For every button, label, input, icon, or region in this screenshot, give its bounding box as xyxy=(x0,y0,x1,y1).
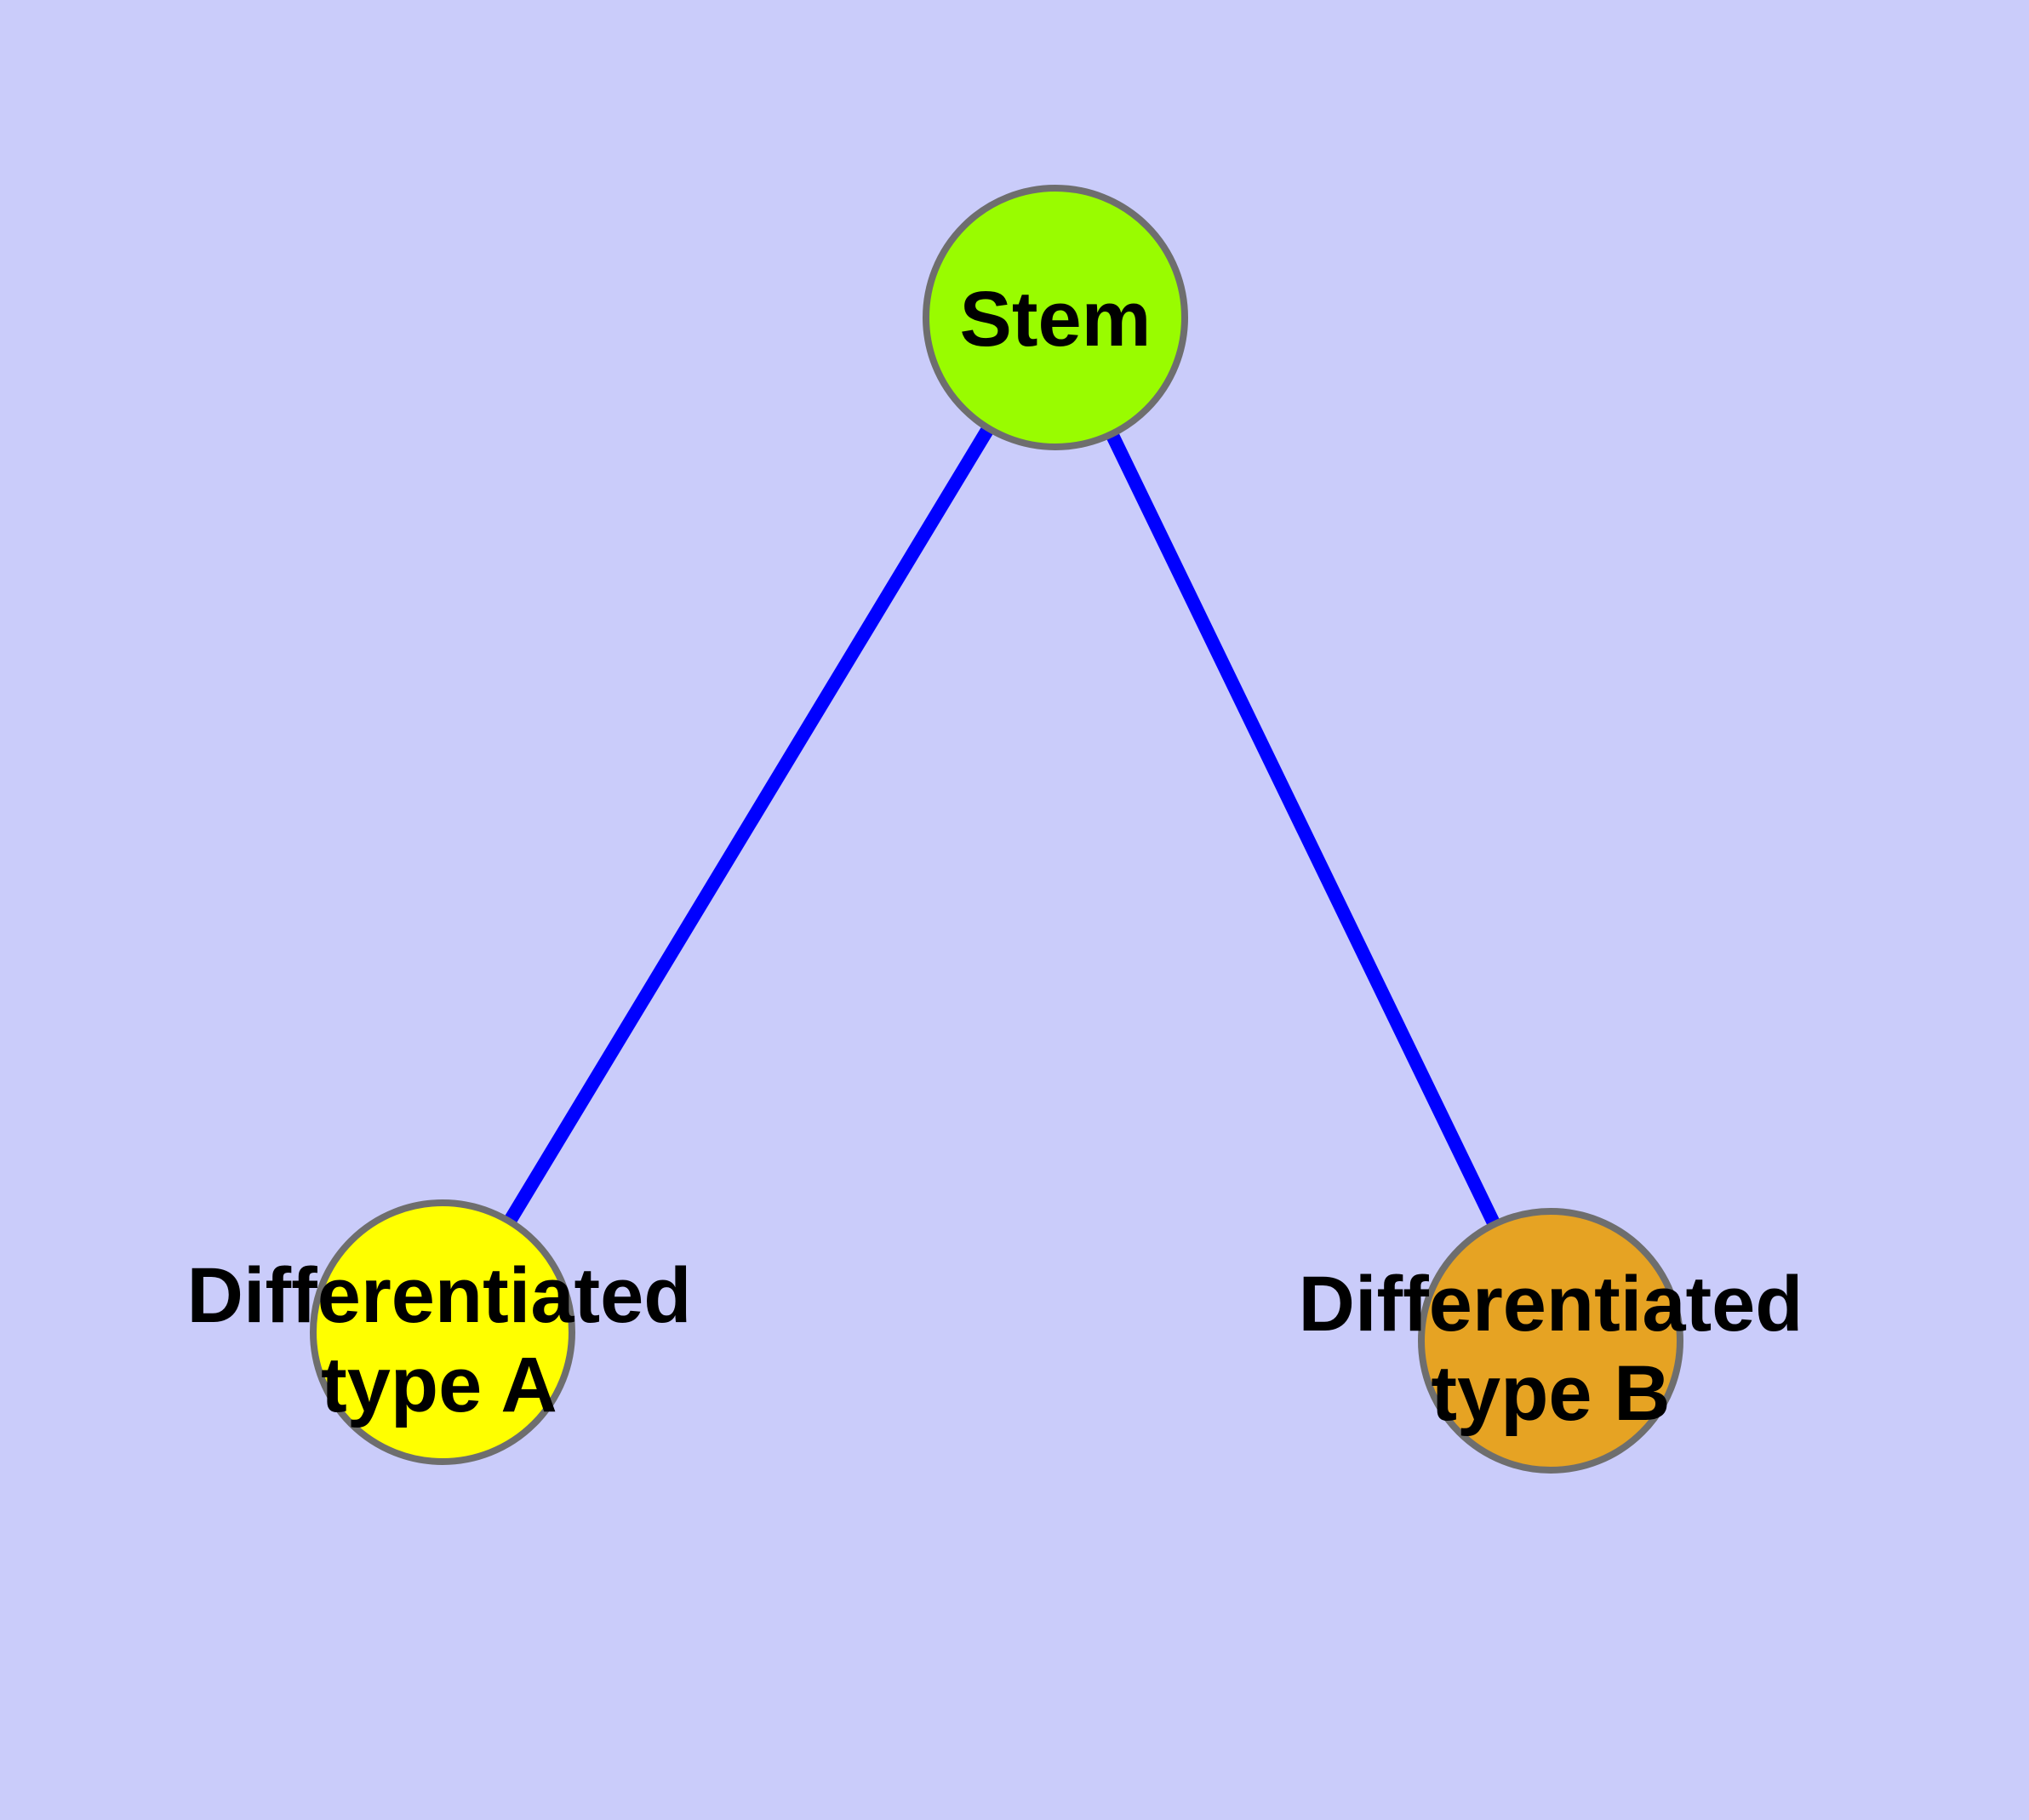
node-differentiated-type-a-label-line2: type A xyxy=(321,1342,557,1428)
node-differentiated-type-b-label-line1: Differentiated xyxy=(1299,1261,1803,1348)
node-differentiated-type-a-label-line1: Differentiated xyxy=(187,1252,692,1339)
node-stem-label: Stem xyxy=(960,276,1152,363)
edge-stem-to-type-b xyxy=(1049,314,1557,1344)
edge-stem-to-type-a xyxy=(437,313,1061,1336)
node-differentiated-type-b xyxy=(1418,1208,1683,1474)
node-stem-circle xyxy=(923,185,1188,450)
node-differentiated-type-a xyxy=(310,1199,575,1465)
node-differentiated-type-a-circle xyxy=(310,1199,575,1465)
node-differentiated-type-b-label-line2: type B xyxy=(1431,1350,1670,1437)
node-stem xyxy=(923,185,1188,450)
node-differentiated-type-b-circle xyxy=(1418,1208,1683,1474)
